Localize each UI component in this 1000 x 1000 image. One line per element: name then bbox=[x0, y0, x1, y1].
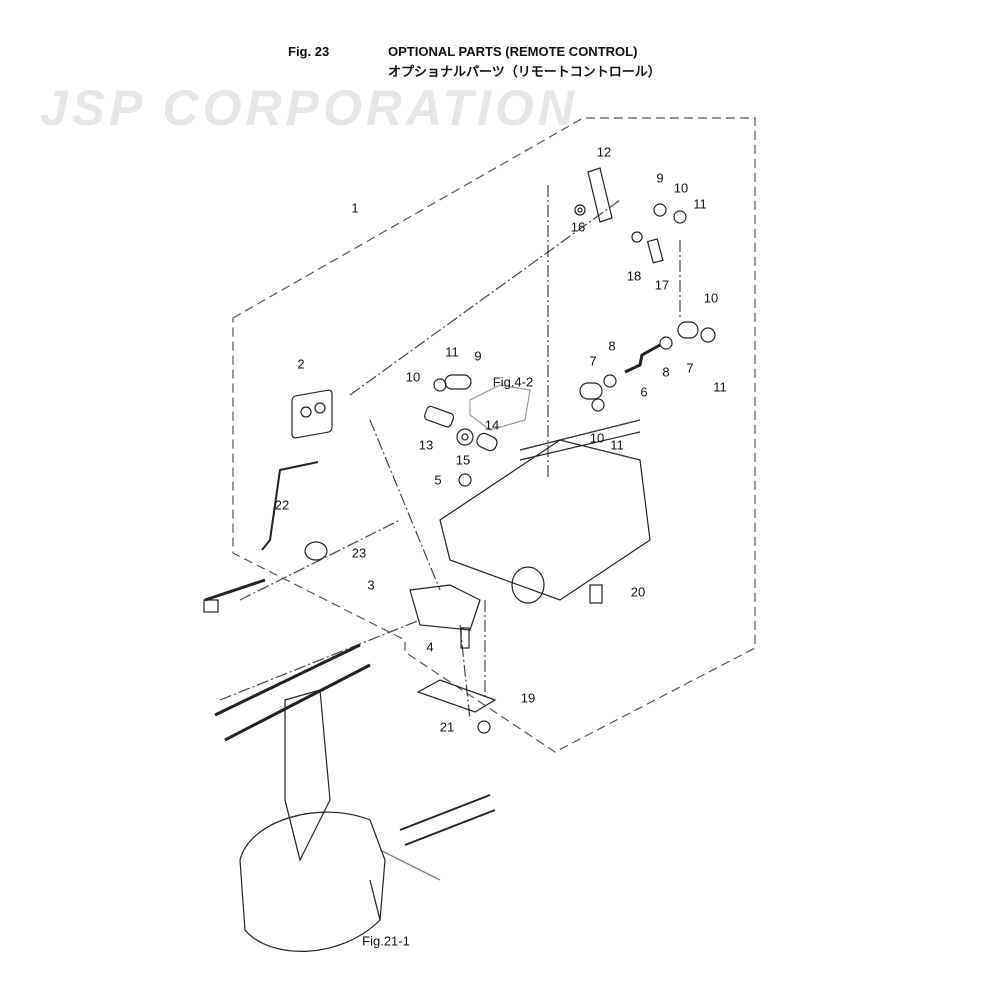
callout-18: 18 bbox=[626, 268, 642, 284]
callout-14: 14 bbox=[484, 417, 500, 433]
callout-3: 3 bbox=[367, 577, 375, 593]
callout-16: 16 bbox=[570, 219, 586, 235]
reference-fig-4-2: Fig.4-2 bbox=[492, 374, 534, 390]
callout-6: 6 bbox=[640, 384, 648, 400]
figure-number: Fig. 23 bbox=[288, 44, 330, 59]
callout-23: 23 bbox=[351, 545, 367, 561]
callout-10: 10 bbox=[405, 369, 421, 385]
callout-7: 7 bbox=[686, 360, 694, 376]
callout-10: 10 bbox=[589, 430, 605, 446]
callout-2: 2 bbox=[297, 356, 305, 372]
callout-1: 1 bbox=[351, 200, 359, 216]
watermark: JSP CORPORATION bbox=[40, 80, 578, 136]
assembly-boundary bbox=[232, 117, 756, 753]
callout-11: 11 bbox=[693, 196, 707, 212]
figure-title-ja: オプショナルパーツ（リモートコントロール） bbox=[388, 64, 661, 79]
callout-11: 11 bbox=[445, 344, 459, 360]
callout-20: 20 bbox=[630, 584, 646, 600]
callout-7: 7 bbox=[589, 353, 597, 369]
callout-11: 11 bbox=[610, 437, 624, 453]
callout-13: 13 bbox=[418, 437, 434, 453]
callout-9: 9 bbox=[656, 170, 664, 186]
callout-11: 11 bbox=[713, 379, 727, 395]
callout-5: 5 bbox=[434, 472, 442, 488]
callout-9: 9 bbox=[474, 348, 482, 364]
callout-12: 12 bbox=[596, 144, 612, 160]
callout-8: 8 bbox=[662, 364, 670, 380]
callout-8: 8 bbox=[608, 338, 616, 354]
link-plate-12 bbox=[587, 167, 613, 223]
callout-10: 10 bbox=[673, 180, 689, 196]
callout-22: 22 bbox=[274, 497, 290, 513]
reference-fig-21-1: Fig.21-1 bbox=[362, 933, 410, 949]
callout-10: 10 bbox=[703, 290, 719, 306]
remote-control-box bbox=[239, 811, 386, 952]
figure-title-en: OPTIONAL PARTS (REMOTE CONTROL) bbox=[388, 44, 638, 59]
callout-21: 21 bbox=[439, 719, 455, 735]
callout-15: 15 bbox=[455, 452, 471, 468]
callout-4: 4 bbox=[426, 639, 434, 655]
callout-19: 19 bbox=[520, 690, 536, 706]
callout-17: 17 bbox=[654, 277, 670, 293]
